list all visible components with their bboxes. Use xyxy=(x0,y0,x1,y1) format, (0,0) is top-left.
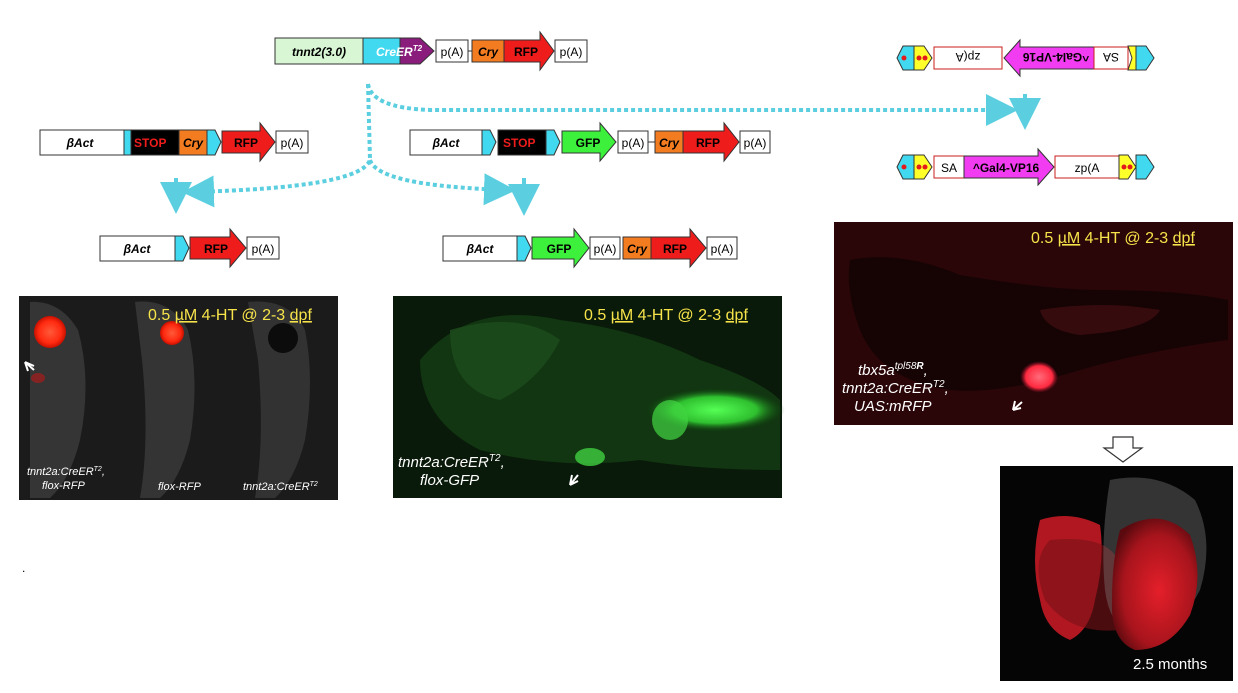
right-caption: tbx5atpl58R,tnnt2a:CreERT2,UAS:mRFP xyxy=(842,361,949,415)
recomb-gfp-pa2-label: p(A) xyxy=(711,242,734,256)
recomb-rfp-promoter-label: βAct xyxy=(123,242,152,256)
micrograph-left: 0.5 µM 4-HT @ 2-3 dpf tnnt2a:CreERT2,flo… xyxy=(19,296,338,500)
recomb-gfp-pa-label: p(A) xyxy=(594,242,617,256)
gal4-flip-gal4-label: ^Gal4-VP16 xyxy=(973,161,1040,175)
gal4-flip-zpa-label: zp(A xyxy=(1075,161,1100,175)
flox-gfp-pa-label: p(A) xyxy=(622,136,645,150)
gal4-inv-zpa-label: zp(A xyxy=(956,50,981,64)
driver-pa-label: p(A) xyxy=(441,45,464,59)
flox-gfp-pa2-label: p(A) xyxy=(744,136,767,150)
left-caption-2: flox-RFP xyxy=(158,481,201,493)
construct-recomb-rfp: βAct RFP p(A) xyxy=(99,227,280,269)
construct-driver: tnnt2(3.0) CreERT2 p(A) Cry RFP p(A) xyxy=(274,30,588,72)
construct-recomb-gfp: βAct GFP p(A) Cry RFP p(A) xyxy=(442,227,738,269)
flox-rfp-stop-label: STOP xyxy=(134,136,166,150)
left-caption-3: tnnt2a:CreERT2 xyxy=(243,481,318,493)
gal4-inv-gal4-label: ^Gal4-VP16 xyxy=(1022,50,1089,64)
micrograph-right: 0.5 µM 4-HT @ 2-3 dpf tbx5atpl58R,tnnt2a… xyxy=(834,222,1233,425)
flox-rfp-cry-label: Cry xyxy=(183,136,204,150)
flox-rfp-rfp-label: RFP xyxy=(234,136,258,150)
heart-image: 2.5 months xyxy=(1000,466,1233,681)
heart-caption: 2.5 months xyxy=(1133,656,1207,673)
driver-cry-label: Cry xyxy=(478,45,499,59)
driver-pa2-label: p(A) xyxy=(560,45,583,59)
connector-arrows xyxy=(182,83,1018,208)
micrograph-middle: 0.5 µM 4-HT @ 2-3 dpf tnnt2a:CreERT2,flo… xyxy=(393,296,785,498)
driver-rfp-label: RFP xyxy=(514,45,538,59)
hollow-down-arrow xyxy=(1102,436,1144,463)
construct-flox-rfp: βAct STOP Cry RFP p(A) xyxy=(39,121,309,163)
flox-gfp-gfp-label: GFP xyxy=(576,136,601,150)
recomb-gfp-promoter-label: βAct xyxy=(466,242,495,256)
flox-rfp-pa-label: p(A) xyxy=(281,136,304,150)
recomb-gfp-rfp-label: RFP xyxy=(663,242,687,256)
left-caption-1: tnnt2a:CreERT2,flox-RFP xyxy=(27,466,105,492)
middle-panel-title: 0.5 µM 4-HT @ 2-3 dpf xyxy=(584,307,748,324)
driver-cre-label: CreERT2 xyxy=(376,44,423,59)
construct-flox-gfp: βAct STOP GFP p(A) Cry RFP p(A) xyxy=(409,121,771,163)
down-arrows xyxy=(160,94,1041,216)
gal4-flip-sa-label: SA xyxy=(941,161,957,175)
recomb-rfp-rfp-label: RFP xyxy=(204,242,228,256)
driver-promoter-label: tnnt2(3.0) xyxy=(292,45,346,59)
recomb-gfp-gfp-label: GFP xyxy=(547,242,572,256)
recomb-rfp-pa-label: p(A) xyxy=(252,242,275,256)
right-panel-title: 0.5 µM 4-HT @ 2-3 dpf xyxy=(1031,230,1195,247)
flox-rfp-promoter-label: βAct xyxy=(66,136,95,150)
stray-dot: . xyxy=(22,561,25,575)
construct-gal4-flipped: SA ^Gal4-VP16 zp(A xyxy=(896,147,1155,187)
left-panel-title: 0.5 µM 4-HT @ 2-3 dpf xyxy=(148,307,312,324)
middle-caption: tnnt2a:CreERT2,flox-GFP xyxy=(398,453,505,489)
flox-gfp-rfp-label: RFP xyxy=(696,136,720,150)
recomb-gfp-cry-label: Cry xyxy=(627,242,648,256)
construct-gal4-inverted: zp(A ^Gal4-VP16 SA xyxy=(896,38,1155,78)
gal4-inv-sa-label: SA xyxy=(1103,50,1119,64)
flox-gfp-stop-label: STOP xyxy=(503,136,535,150)
flox-gfp-promoter-label: βAct xyxy=(432,136,461,150)
flox-gfp-cry-label: Cry xyxy=(659,136,680,150)
